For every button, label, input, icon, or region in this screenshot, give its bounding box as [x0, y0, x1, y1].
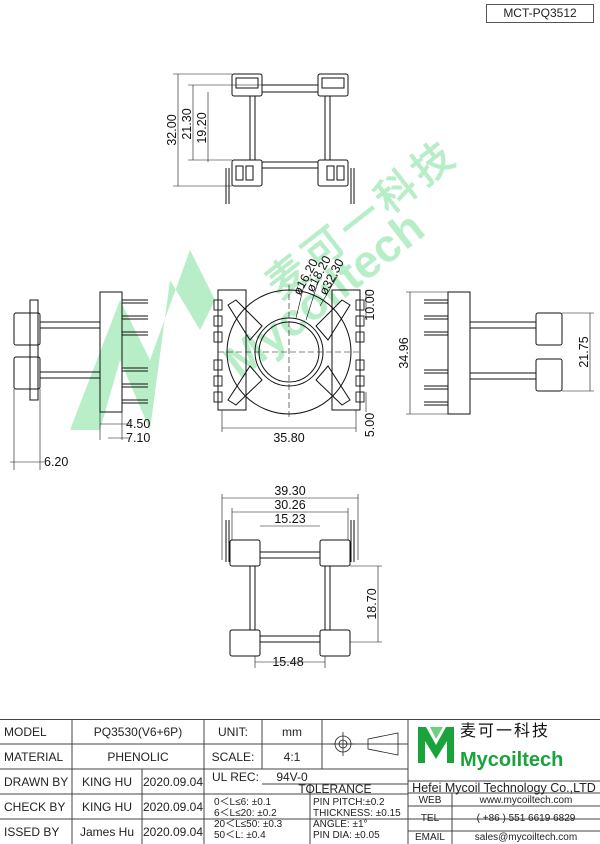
- scale-label: SCALE:: [211, 750, 255, 764]
- tolerance-pin-dia: PIN DIA: ±0.05: [313, 830, 380, 841]
- issued-name: James Hu: [79, 825, 135, 839]
- tolerance-range-2: 6＜L≤20: ±0.2: [214, 808, 277, 819]
- technical-drawing: Mycoiltech 麦可一科技: [10, 73, 594, 669]
- tolerance-thickness: THICKNESS: ±0.15: [313, 808, 401, 819]
- dim-top-32: 32.00: [165, 114, 179, 145]
- dim-left-7-1: 7.10: [126, 431, 150, 445]
- unit-label: UNIT:: [218, 725, 248, 739]
- tolerance-title: TOLERANCE: [298, 782, 372, 796]
- logo-english: Mycoiltech: [460, 749, 564, 771]
- top-view: [173, 73, 355, 204]
- ul-value: 94V-0: [276, 770, 308, 784]
- check-name: KING HU: [81, 800, 132, 814]
- model-label: MODEL: [4, 725, 47, 739]
- tolerance-pin-pitch: PIN PITCH:±0.2: [313, 797, 385, 808]
- tolerance-range-4: 50＜L: ±0.4: [214, 830, 266, 841]
- dim-center-35: 35.80: [273, 431, 304, 445]
- drawn-name: KING HU: [81, 775, 132, 789]
- drawing-code: MCT-PQ3512: [486, 4, 594, 23]
- left-view: [10, 291, 148, 470]
- dim-top-19: 19.20: [195, 112, 209, 143]
- material-label: MATERIAL: [4, 750, 64, 764]
- issued-date: 2020.09.04: [142, 825, 204, 839]
- center-view: [213, 274, 367, 432]
- bottom-view: [221, 494, 382, 668]
- dim-bottom-30: 30.26: [274, 498, 305, 512]
- check-date: 2020.09.04: [142, 800, 204, 814]
- dim-right-34: 34.96: [397, 337, 411, 368]
- web-value[interactable]: www.mycoiltech.com: [479, 795, 573, 806]
- tolerance-angle: ANGLE: ±1°: [313, 819, 368, 830]
- drawn-label: DRAWN BY: [4, 775, 69, 789]
- dim-top-21: 21.30: [180, 108, 194, 139]
- dim-bottom-15-48: 15.48: [272, 655, 303, 669]
- dim-left-4-5: 4.50: [126, 417, 150, 431]
- dim-bottom-18: 18.70: [365, 588, 379, 619]
- logo-mark: [418, 727, 454, 763]
- web-label: WEB: [418, 795, 442, 806]
- dim-right-21: 21.75: [577, 336, 591, 367]
- scale-value: 4:1: [283, 750, 301, 764]
- dim-center-5: 5.00: [363, 413, 377, 437]
- material-value: PHENOLIC: [107, 750, 169, 764]
- issued-label: ISSED BY: [4, 825, 60, 839]
- dim-bottom-15-23: 15.23: [274, 512, 305, 526]
- watermark: Mycoiltech 麦可一科技: [70, 131, 467, 430]
- tolerance-range-1: 0＜L≤6: ±0.1: [214, 797, 272, 808]
- company-name: Hefei Mycoil Technology Co.,LTD: [412, 781, 596, 795]
- tel-value: ( +86 ) 551 6619 6829: [476, 813, 576, 824]
- right-view: [406, 291, 594, 415]
- unit-value: mm: [282, 725, 302, 739]
- title-block-grid: [0, 719, 600, 844]
- dim-bottom-39: 39.30: [274, 484, 305, 498]
- email-label: EMAIL: [414, 832, 445, 843]
- ul-label: UL REC:: [212, 770, 259, 784]
- tel-label: TEL: [420, 813, 440, 824]
- dim-left-6-2: 6.20: [44, 455, 68, 469]
- dim-center-10: 10.00: [363, 289, 377, 320]
- email-value[interactable]: sales@mycoiltech.com: [474, 832, 578, 843]
- check-label: CHECK BY: [4, 800, 66, 814]
- logo-chinese: 麦可一科技: [460, 723, 551, 740]
- projection-symbol: [331, 732, 399, 756]
- title-block: MODEL PQ3530(V6+6P) MATERIAL PHENOLIC DR…: [0, 719, 600, 844]
- model-value: PQ3530(V6+6P): [93, 725, 183, 739]
- tolerance-range-3: 20＜L≤50: ±0.3: [214, 819, 283, 830]
- drawn-date: 2020.09.04: [142, 775, 204, 789]
